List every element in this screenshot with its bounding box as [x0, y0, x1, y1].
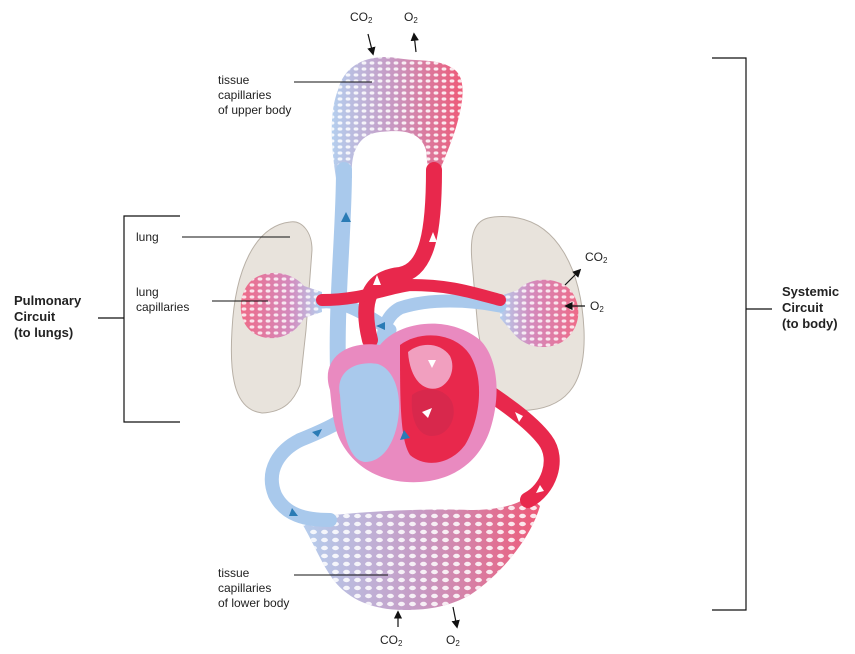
- lung-capillaries-line-2: capillaries: [136, 300, 189, 315]
- lung-capillaries-label: lung capillaries: [136, 285, 189, 315]
- lower-tissue-line-1: tissue: [218, 566, 289, 581]
- systemic-line-3: (to body): [782, 316, 839, 332]
- heart: [328, 324, 497, 483]
- pulmonary-line-1: Pulmonary: [14, 293, 81, 309]
- upper-tissue-label: tissue capillaries of upper body: [218, 73, 291, 118]
- upper-tissue-line-1: tissue: [218, 73, 291, 88]
- upper-tissue-line-3: of upper body: [218, 103, 291, 118]
- pulmonary-bracket: [98, 216, 180, 422]
- lung-label: lung: [136, 230, 159, 245]
- o2-label-top: O2: [404, 10, 418, 25]
- lower-tissue-label: tissue capillaries of lower body: [218, 566, 289, 611]
- o2-label-right: O2: [590, 299, 604, 314]
- systemic-line-2: Circuit: [782, 300, 839, 316]
- co2-label-top: CO2: [350, 10, 372, 25]
- lower-tissue-line-3: of lower body: [218, 596, 289, 611]
- co2-label-right: CO2: [585, 250, 607, 265]
- pulmonary-line-2: Circuit: [14, 309, 81, 325]
- systemic-circuit-label: Systemic Circuit (to body): [782, 284, 839, 332]
- lower-tissue-line-2: capillaries: [218, 581, 289, 596]
- pulmonary-circuit-label: Pulmonary Circuit (to lungs): [14, 293, 81, 341]
- systemic-line-1: Systemic: [782, 284, 839, 300]
- o2-label-bottom: O2: [446, 633, 460, 648]
- systemic-bracket: [712, 58, 772, 610]
- upper-tissue-line-2: capillaries: [218, 88, 291, 103]
- pulmonary-line-3: (to lungs): [14, 325, 81, 341]
- lung-capillaries-line-1: lung: [136, 285, 189, 300]
- co2-label-bottom: CO2: [380, 633, 402, 648]
